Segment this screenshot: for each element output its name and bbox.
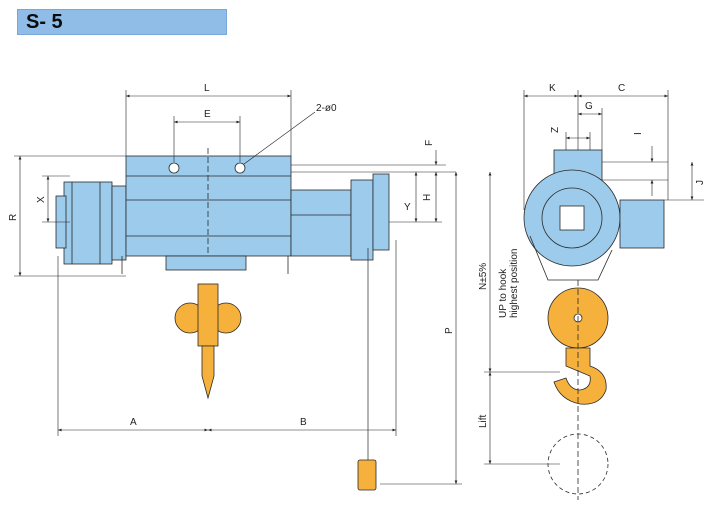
hook-shank [201, 345, 215, 400]
dim-label-e: E [204, 109, 211, 120]
hook-block [197, 283, 219, 347]
page-title-bar: S- 5 [17, 9, 227, 35]
dim-label-j: J [695, 180, 706, 185]
dim-label-y: Y [404, 202, 411, 213]
dim-label-f: F [424, 140, 435, 146]
dim-label-z: Z [550, 127, 561, 133]
dim-label-c: C [618, 83, 625, 94]
dim-label-up-to-hook: UP to hook [498, 268, 509, 318]
pendant-switch [357, 459, 377, 491]
mount-hole-right [234, 162, 246, 174]
front-view [523, 149, 665, 500]
dim-label-n: N±5% [478, 263, 489, 290]
dim-label-holes: 2-ø0 [316, 103, 337, 114]
left-coupling [111, 185, 127, 261]
dim-label-a: A [130, 417, 137, 428]
page-title: S- 5 [26, 11, 63, 33]
front-hook [553, 347, 607, 405]
side-view [55, 148, 390, 491]
drum-body [125, 155, 292, 257]
dim-label-b: B [300, 417, 307, 428]
side-view-dimensions [14, 90, 462, 485]
dim-label-p: P [444, 327, 455, 334]
front-hub [559, 205, 585, 231]
dim-label-r: R [8, 214, 19, 221]
front-view-dimensions [484, 90, 704, 465]
dim-label-k: K [549, 83, 556, 94]
trolley-frame [165, 255, 247, 271]
dim-label-h: H [422, 194, 433, 201]
dim-label-g: G [585, 101, 593, 112]
gearbox-end [350, 179, 374, 261]
side-motor [619, 199, 665, 249]
dim-label-l: L [204, 83, 210, 94]
left-motor [63, 181, 113, 265]
dim-label-highest-position: highest position [509, 249, 520, 319]
dim-label-x: X [36, 196, 47, 203]
mount-hole-left [168, 162, 180, 174]
gearbox-cap [372, 173, 390, 251]
gearbox [290, 189, 352, 257]
dim-label-lift: Lift [478, 414, 489, 428]
front-frame [529, 235, 613, 281]
dim-label-i: I [633, 132, 644, 135]
